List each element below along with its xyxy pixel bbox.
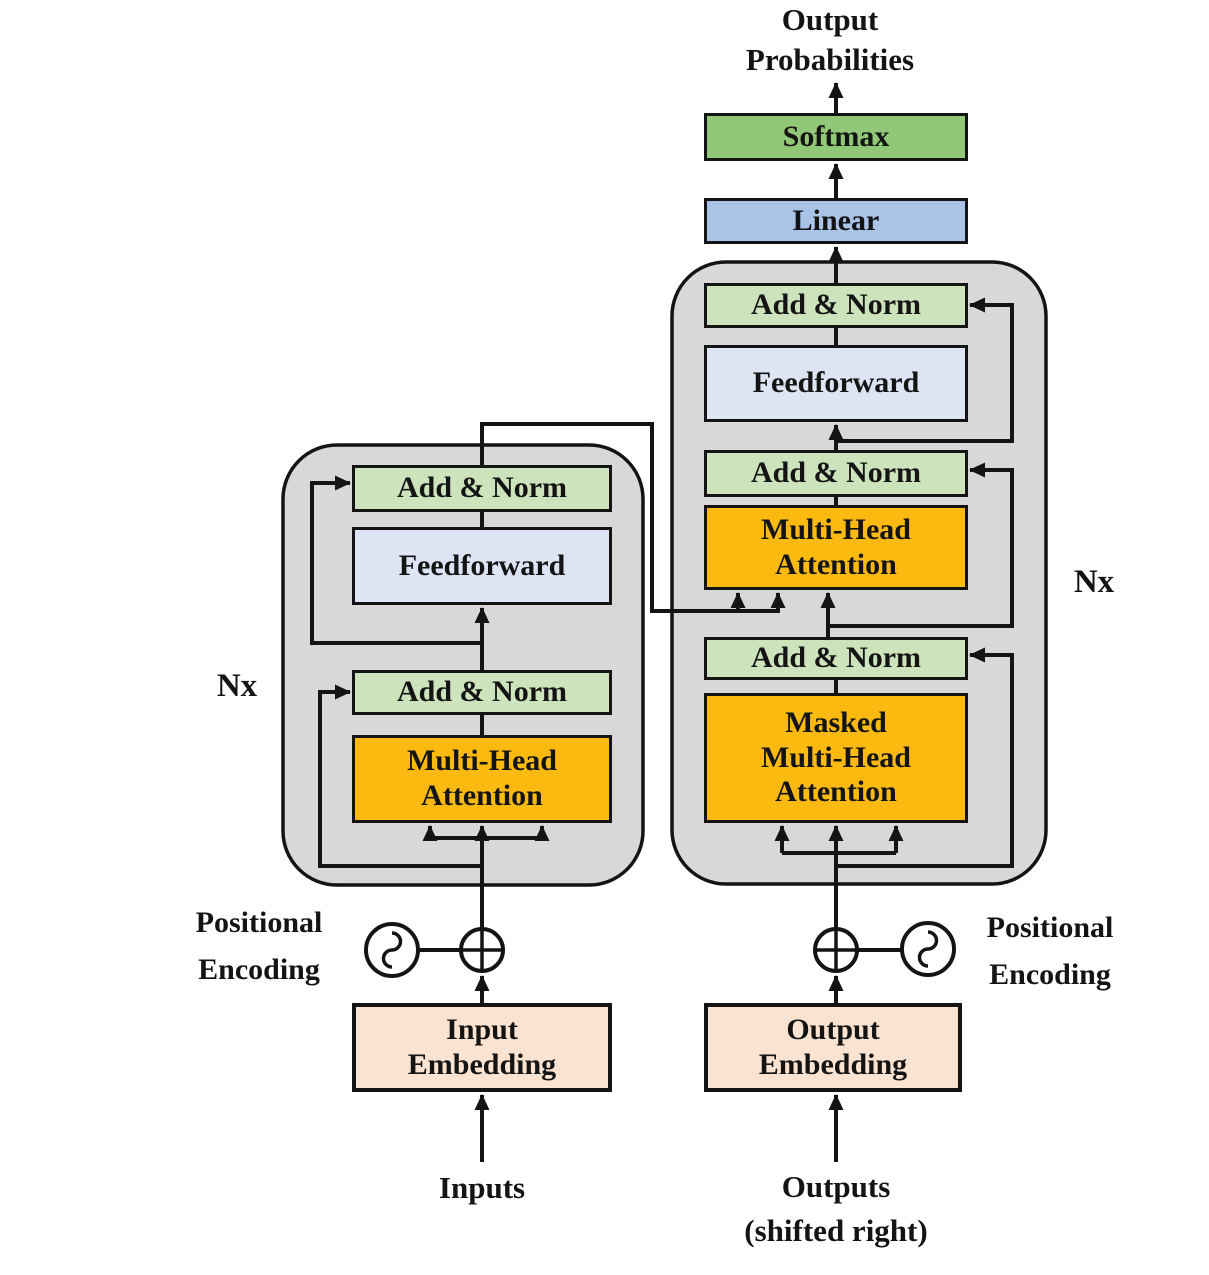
outputs-label: Outputs (shifted right)	[744, 1169, 928, 1248]
decoder-multi-head-attention-box: Multi-Head Attention	[704, 505, 968, 590]
output-embedding-box: Output Embedding	[704, 1003, 962, 1092]
positional-encoding-label-right: Positional Encoding	[986, 911, 1114, 991]
encoder-add-norm-top-box: Add & Norm	[352, 465, 612, 512]
decoder-nx-label: Nx	[1073, 564, 1115, 600]
linear-box: Linear	[704, 198, 968, 244]
output-probabilities-label: Output Probabilities	[745, 2, 915, 77]
inputs-label: Inputs	[438, 1170, 526, 1205]
encoder-multi-head-attention-box: Multi-Head Attention	[352, 735, 612, 823]
decoder-add-norm-bottom-box: Add & Norm	[704, 637, 968, 680]
positional-encoding-label-left: Positional Encoding	[195, 906, 323, 986]
input-embedding-box: Input Embedding	[352, 1003, 612, 1092]
masked-multi-head-attention-box: Masked Multi-Head Attention	[704, 693, 968, 823]
positional-encoding-symbols	[364, 921, 956, 978]
decoder-add-norm-mid-box: Add & Norm	[704, 450, 968, 497]
encoder-add-norm-bottom-box: Add & Norm	[352, 670, 612, 715]
connector-lines	[310, 82, 1014, 1162]
decoder-add-norm-top-box: Add & Norm	[704, 283, 968, 328]
encoder-feedforward-box: Feedforward	[352, 527, 612, 605]
softmax-box: Softmax	[704, 113, 968, 161]
encoder-nx-label: Nx	[216, 668, 258, 704]
decoder-feedforward-box: Feedforward	[704, 345, 968, 422]
